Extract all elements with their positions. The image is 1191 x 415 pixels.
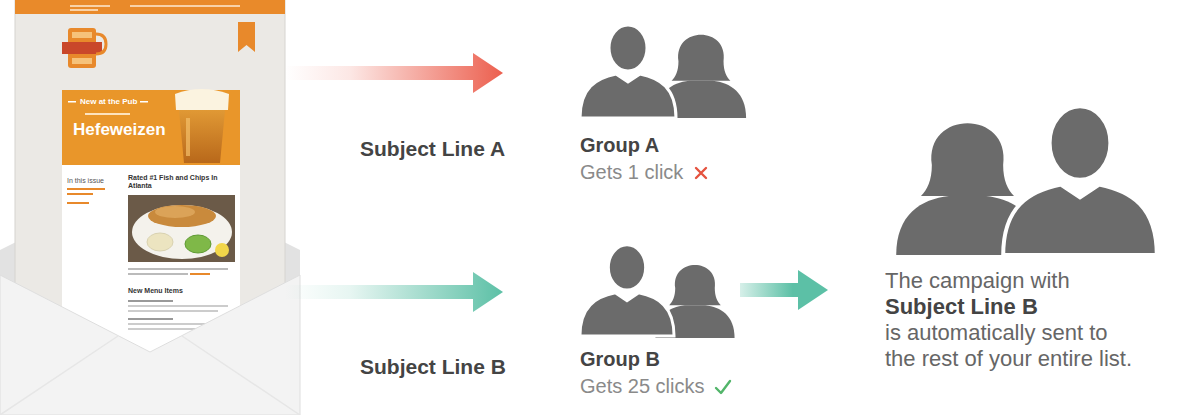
result-text: The campaign with [885, 268, 1070, 294]
bookmark-icon [238, 22, 255, 52]
envelope-fold [0, 336, 300, 415]
result-text: is automatically sent to the rest of you… [885, 320, 1141, 372]
banner-dash [68, 101, 76, 103]
result-text: Subject Line B [885, 294, 1038, 320]
food-photo [128, 195, 235, 262]
sidebar-link [67, 202, 89, 204]
subject-line-label: Subject Line A [360, 137, 505, 161]
body-line [128, 305, 228, 307]
group-a-icon [580, 25, 746, 118]
banner-dash [140, 101, 148, 103]
test-group: Group B Gets 25 clicks [505, 235, 740, 410]
sidebar-link [67, 188, 105, 190]
banner-line [85, 113, 130, 115]
bar-line [70, 9, 98, 11]
group-name: Group B [580, 347, 660, 371]
beer-glass [175, 89, 229, 163]
person-icon [1003, 106, 1157, 255]
flow-arrow [740, 270, 828, 310]
sidebar-heading: In this issue [67, 176, 104, 185]
body-link [190, 273, 210, 275]
email-illustration [0, 0, 300, 415]
flow-arrow [285, 272, 503, 312]
article-heading: Rated #1 Fish and Chips In Atlanta [128, 174, 236, 190]
banner-title: Hefeweizen [73, 120, 166, 140]
subject-line-label: Subject Line B [360, 355, 506, 379]
test-group: Group A Gets 1 click [505, 15, 760, 193]
click-result: Gets 1 click [580, 160, 683, 184]
body-line [128, 273, 188, 275]
envelope-front [0, 275, 300, 415]
email-preview: New at the PubHefeweizen In this issue Rat… [15, 0, 285, 415]
group-name: Group A [580, 133, 659, 157]
banner-kicker: New at the Pub [80, 97, 137, 107]
email-banner [62, 90, 240, 165]
body-line [128, 268, 228, 270]
section-heading: New Menu Items [128, 287, 183, 295]
body-line [128, 310, 218, 312]
person-icon [580, 25, 676, 118]
entire-list: The campaign withSubject Line Bis automa… [830, 90, 1180, 405]
group-b-icon [580, 245, 735, 338]
sidebar-link [67, 193, 93, 195]
flow-arrow [285, 53, 503, 93]
bar-line [130, 5, 240, 7]
click-result: Gets 25 clicks [580, 374, 704, 398]
entire-list-icon [896, 106, 1157, 255]
bar-line [70, 5, 110, 7]
pub-logo [62, 28, 106, 68]
body-line [128, 300, 173, 302]
success-mark [714, 379, 732, 395]
email-top-bar [15, 0, 285, 14]
person-icon [580, 245, 674, 336]
fail-mark [693, 165, 709, 181]
body-line [128, 328, 198, 330]
body-line [128, 318, 173, 320]
